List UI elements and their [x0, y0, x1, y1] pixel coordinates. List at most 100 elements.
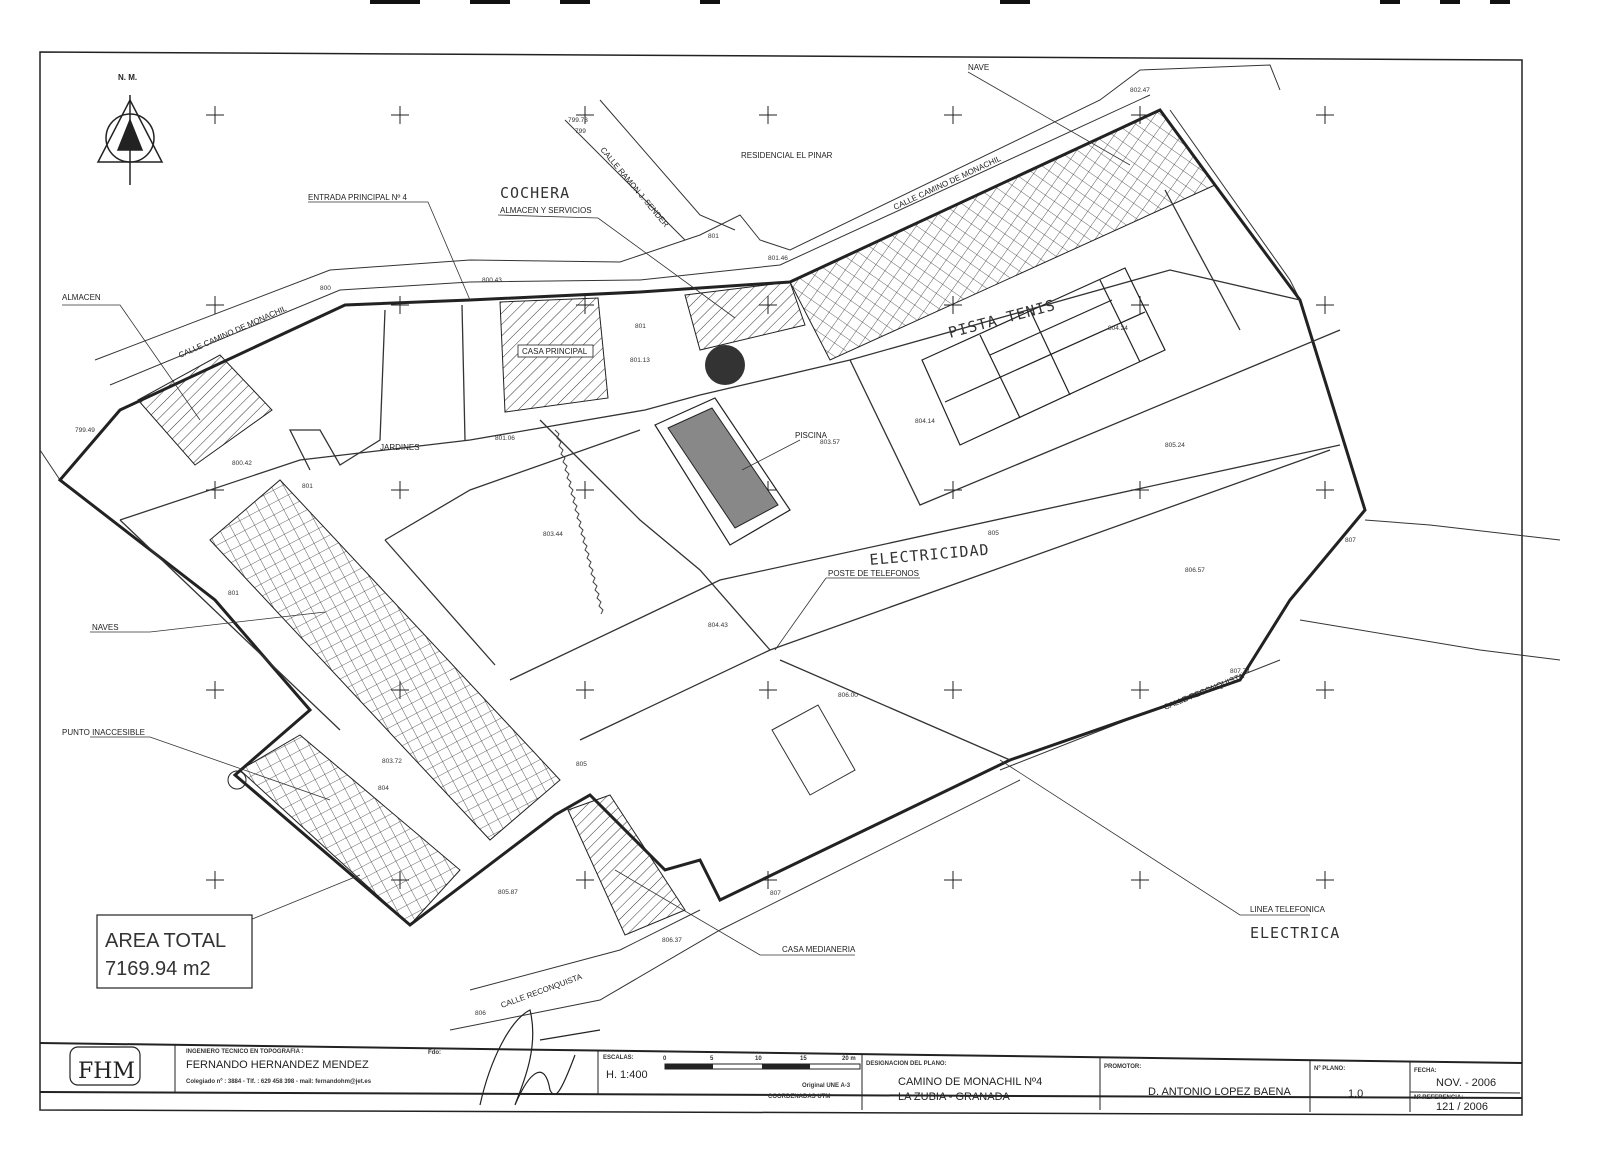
elevation-label: 806.37 [662, 937, 682, 944]
elevation-label: 803.72 [382, 758, 402, 765]
label-naves: NAVES [92, 623, 119, 632]
elevation-label: 805 [576, 761, 587, 768]
grid-cross-mark [576, 106, 594, 124]
title-block: FHM INGENIERO TECNICO EN TOPOGRAFIA : Fd… [39, 1042, 1523, 1113]
rectangle-structure [771, 704, 856, 796]
label-almacen-servicios: ALMACEN Y SERVICIOS [500, 206, 592, 215]
coordinates-label: COORDENADAS UTM [768, 1094, 830, 1100]
label-entrada: ENTRADA PRINCIPAL Nº 4 [308, 193, 407, 202]
grid-cross-mark [944, 481, 962, 499]
grid-cross-mark [759, 681, 777, 699]
elevation-label: 806.00 [838, 692, 858, 699]
elevation-label: 805 [988, 530, 999, 537]
label-electricidad: ELECTRICIDAD [869, 541, 990, 569]
inaccessible-point-marker [227, 770, 247, 790]
label-cochera: COCHERA [500, 184, 570, 202]
original-format: Original UNE A-3 [802, 1083, 851, 1089]
grid-cross-mark [1316, 106, 1334, 124]
designacion-label: DESIGNACION DEL PLANO: [866, 1061, 947, 1067]
grid-cross-mark [759, 106, 777, 124]
label-calle-monachil-left: CALLE CAMINO DE MONACHIL [177, 304, 288, 360]
elevation-label: 799.49 [75, 427, 95, 434]
elevation-label: 801.06 [495, 435, 515, 442]
grid-cross-mark [576, 681, 594, 699]
label-calle-ramon: CALLE RAMON J. SENDER [598, 146, 670, 230]
elevation-label: 806 [475, 1010, 486, 1017]
scale-tick: 10 [755, 1056, 762, 1062]
label-linea-telefonica: LINEA TELEFONICA [1250, 905, 1326, 914]
label-calle-reconquista-right: CALLE RECONQUISTA [1162, 671, 1245, 712]
elevation-label: 799.73 [568, 117, 588, 124]
elevation-label: 803.57 [820, 439, 840, 446]
elevation-label: 805.87 [498, 889, 518, 896]
elevation-label: 807 [770, 890, 781, 897]
label-almacen: ALMACEN [62, 293, 101, 302]
elevation-label: 807.74 [1230, 668, 1250, 675]
elevation-label: 804.24 [1108, 325, 1128, 332]
elevation-label: 801 [228, 590, 239, 597]
naves-area-2 [239, 734, 461, 926]
scale-tick: 20 m [842, 1056, 856, 1062]
elevation-label: 803.44 [543, 531, 563, 538]
elevation-label: 801.46 [768, 255, 788, 262]
referencia-value: 121 / 2006 [1436, 1101, 1488, 1113]
tennis-court [921, 267, 1166, 446]
elevation-label: 799 [575, 128, 586, 135]
scale-bar: 0 5 10 15 20 m [663, 1056, 861, 1070]
fecha-label: FECHA: [1414, 1068, 1437, 1074]
label-residencial: RESIDENCIAL EL PINAR [741, 151, 833, 160]
label-casa-medianeria: CASA MEDIANERIA [782, 945, 856, 954]
scale-value: H. 1:400 [606, 1069, 648, 1081]
label-pista-tenis: PISTA TENIS [946, 296, 1057, 342]
label-poste: POSTE DE TELEFONOS [828, 569, 919, 578]
label-jardines: JARDINES [380, 443, 420, 452]
stairs [554, 429, 604, 615]
streets [39, 64, 1561, 1031]
elevation-label: 800.43 [482, 277, 502, 284]
label-piscina: PISCINA [795, 431, 828, 440]
elevation-label: 806.57 [1185, 567, 1205, 574]
promotor-name: D. ANTONIO LOPEZ BAENA [1148, 1086, 1291, 1098]
interior-lines [119, 189, 1341, 761]
elevation-label: 801 [708, 233, 719, 240]
designacion-line1: CAMINO DE MONACHIL Nº4 [898, 1076, 1042, 1088]
designacion-line2: LA ZUBIA - GRANADA [898, 1091, 1011, 1103]
elevation-label: 807 [1345, 537, 1356, 544]
firma-label: Fdo: [428, 1050, 441, 1056]
plano-number: 1.0 [1348, 1088, 1363, 1100]
grid-cross-mark [1131, 681, 1149, 699]
area-total-label: AREA TOTAL [105, 930, 226, 952]
area-total-box: AREA TOTAL 7169.94 m2 [96, 914, 253, 989]
grid-cross-mark [1316, 871, 1334, 889]
label-calle-reconquista-bottom: CALLE RECONQUISTA [500, 972, 584, 1010]
grid-cross-mark [1316, 681, 1334, 699]
elevation-label: 801.13 [630, 357, 650, 364]
leader-lines [62, 71, 1310, 956]
elevation-label: 801 [302, 483, 313, 490]
grid-cross-mark [944, 681, 962, 699]
scale-tick: 15 [800, 1056, 807, 1062]
grid-cross-mark [391, 481, 409, 499]
grid-cross-mark [391, 106, 409, 124]
grid-cross-mark [1316, 296, 1334, 314]
elevation-label: 804.43 [708, 622, 728, 629]
scale-tick: 5 [710, 1056, 714, 1062]
property-boundary [57, 108, 1367, 927]
north-arrow-icon [96, 95, 164, 185]
elevation-label: 804.14 [915, 418, 935, 425]
grid-cross-mark [1316, 481, 1334, 499]
label-casa-principal: CASA PRINCIPAL [522, 347, 588, 356]
drawing-frame [39, 51, 1523, 1116]
grid-cross-mark [206, 106, 224, 124]
casa-medianeria-area [567, 794, 686, 936]
elevation-label: 802.47 [1130, 87, 1150, 94]
grid-cross-mark [1131, 871, 1149, 889]
scale-tick: 0 [663, 1056, 667, 1062]
elevation-points: 802.47799.73799801801.46800.43800801801.… [75, 87, 1356, 1017]
grid-cross-mark [206, 296, 224, 314]
grid-cross-mark [576, 871, 594, 889]
almacen-area [137, 354, 273, 466]
cochera-area [684, 281, 806, 351]
promotor-label: PROMOTOR: [1104, 1064, 1141, 1070]
